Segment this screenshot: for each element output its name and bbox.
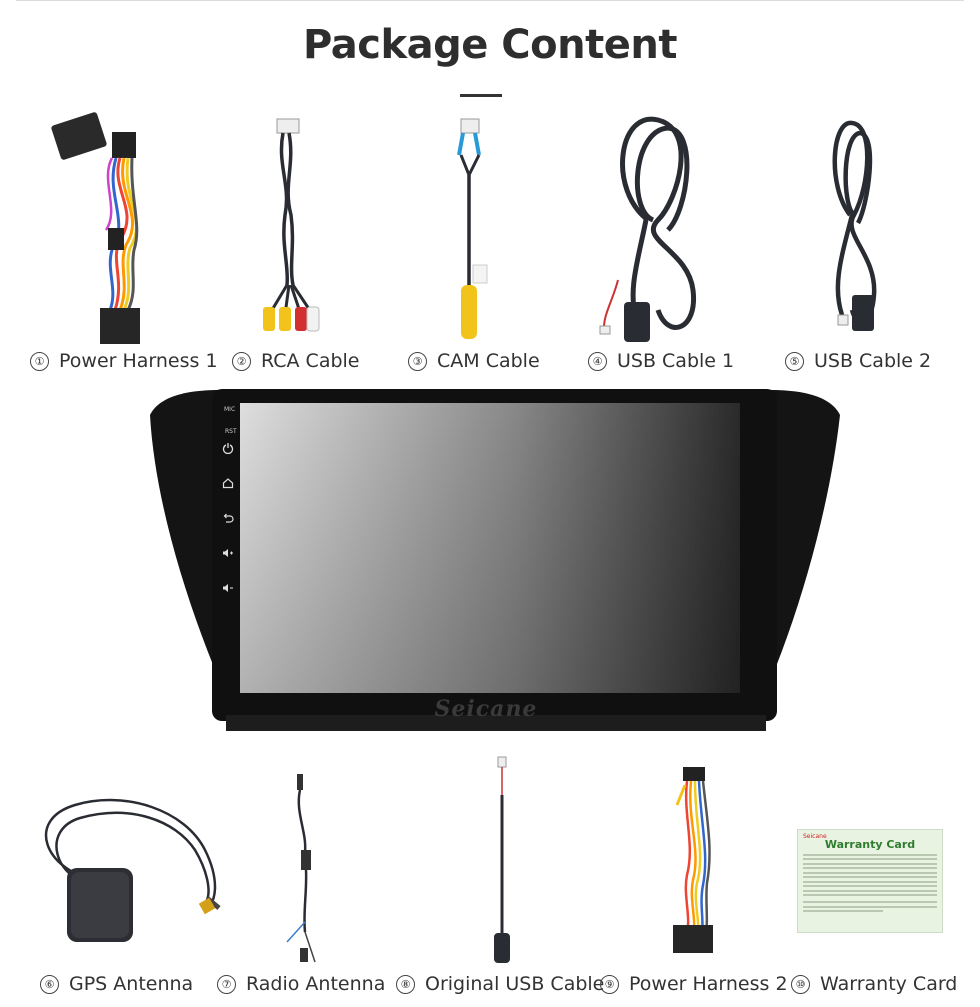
caption-warranty-card: ⑩ Warranty Card [791,973,957,995]
number-badge: ⑧ [396,975,415,994]
caption-gps-antenna: ⑥ GPS Antenna [40,973,193,995]
original-usb-cable-image [488,755,518,970]
usb-cable-1-image [598,110,708,350]
warranty-card-image: Seicane Warranty Card [797,829,943,933]
title-underline [460,94,502,97]
power-harness-1-image [50,110,150,350]
volume-up-icon[interactable] [222,547,234,559]
warranty-card-brand: Seicane [803,833,827,840]
number-badge: ⑦ [217,975,236,994]
usb-cable-2-image [812,115,892,345]
number-badge: ④ [588,352,607,371]
caption-radio-antenna: ⑦ Radio Antenna [217,973,385,995]
item-label: Warranty Card [820,973,958,995]
caption-rca-cable: ② RCA Cable [232,350,360,372]
number-badge: ① [30,352,49,371]
power-harness-2-image [665,765,725,960]
item-label: Original USB Cable [425,973,605,995]
caption-power-harness-2: ⑨ Power Harness 2 [600,973,788,995]
item-label: RCA Cable [261,350,360,372]
page-title: Package Content [303,22,677,68]
item-label: Power Harness 1 [59,350,218,372]
warranty-card-title: Warranty Card [824,838,916,851]
rst-label: RST [225,428,237,435]
back-icon[interactable] [222,512,234,524]
caption-original-usb-cable: ⑧ Original USB Cable [396,973,604,995]
number-badge: ③ [408,352,427,371]
radio-antenna-image [285,772,325,972]
rca-cable-image [255,115,325,345]
caption-cam-cable: ③ CAM Cable [408,350,540,372]
power-icon[interactable] [222,442,234,454]
home-icon[interactable] [222,477,234,489]
number-badge: ⑩ [791,975,810,994]
top-divider [16,0,964,1]
number-badge: ⑨ [600,975,619,994]
mic-label: MIC [224,406,236,413]
volume-down-icon[interactable] [222,582,234,594]
number-badge: ② [232,352,251,371]
number-badge: ⑤ [785,352,804,371]
head-unit-image [140,385,845,740]
item-label: CAM Cable [437,350,540,372]
brand-logo: Seicane [434,696,538,722]
gps-antenna-image [35,790,235,950]
cam-cable-image [445,115,495,345]
number-badge: ⑥ [40,975,59,994]
item-label: USB Cable 1 [617,350,735,372]
item-label: Power Harness 2 [629,973,788,995]
warranty-card-text-lines [803,853,937,912]
caption-usb-cable-1: ④ USB Cable 1 [588,350,734,372]
item-label: GPS Antenna [69,973,194,995]
caption-power-harness-1: ① Power Harness 1 [30,350,218,372]
item-label: USB Cable 2 [814,350,932,372]
caption-usb-cable-2: ⑤ USB Cable 2 [785,350,931,372]
item-label: Radio Antenna [246,973,386,995]
